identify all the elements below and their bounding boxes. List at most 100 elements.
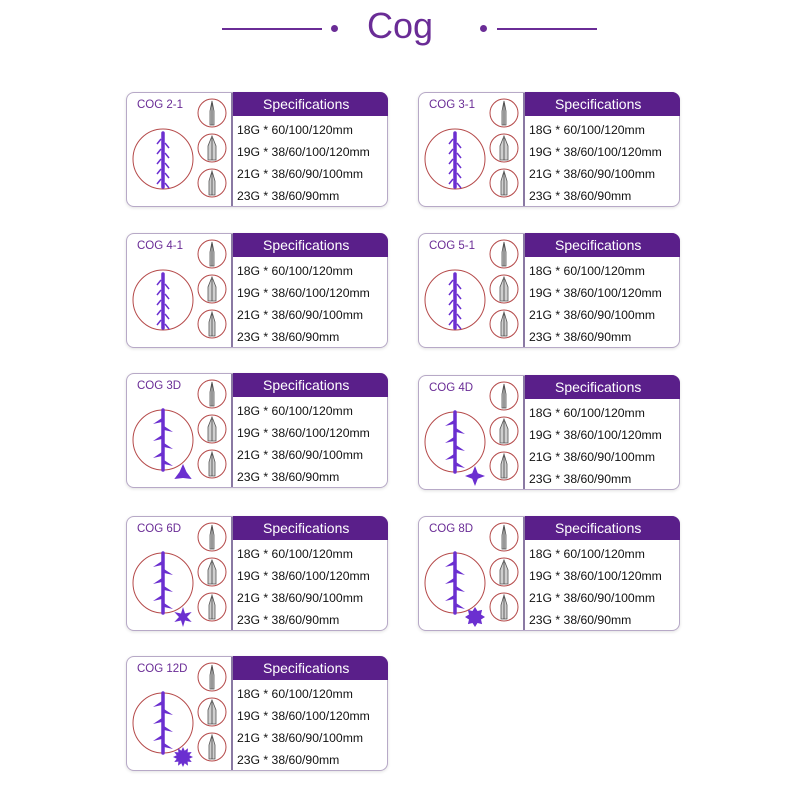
thread-illustration: [127, 93, 231, 211]
needle-tip-icon: [197, 168, 227, 198]
card-divider: [523, 93, 525, 206]
product-name: COG 3-1: [429, 99, 476, 111]
thread-drawing: [132, 522, 227, 627]
cross-section-star-icon: [465, 607, 485, 627]
spec-line-21g: 21G * 38/60/90/100mm: [529, 308, 656, 322]
spec-line-19g: 19G * 38/60/100/120mm: [237, 426, 370, 440]
product-name: COG 3D: [137, 380, 182, 392]
needle-tip-icon: [489, 133, 519, 163]
thread-illustration: [419, 376, 523, 494]
page-title: Cog: [366, 5, 434, 46]
product-card-cog-4-1: COG 4-1 Specifications 18G * 60/100/120m…: [126, 233, 388, 348]
thread-illustration: [127, 234, 231, 352]
spec-line-23g: 23G * 38/60/90mm: [237, 189, 340, 203]
thread-illustration: [127, 657, 231, 775]
page-header: Cog: [0, 0, 800, 60]
spec-line-18g: 18G * 60/100/120mm: [529, 547, 645, 561]
card-divider: [523, 517, 525, 630]
needle-tip-icon: [197, 449, 227, 479]
spec-line-23g: 23G * 38/60/90mm: [529, 613, 632, 627]
thread-illustration: [127, 517, 231, 635]
spec-line-21g: 21G * 38/60/90/100mm: [237, 167, 364, 181]
needle-tip-icon: [197, 592, 227, 622]
spec-line-23g: 23G * 38/60/90mm: [529, 330, 632, 344]
needle-tip-icon: [489, 309, 519, 339]
spec-line-19g: 19G * 38/60/100/120mm: [529, 286, 662, 300]
spec-header: Specifications: [525, 92, 680, 116]
spec-line-21g: 21G * 38/60/90/100mm: [237, 591, 364, 605]
cross-section-star-icon: [174, 464, 192, 479]
needle-tip-icon: [489, 592, 519, 622]
spec-line-19g: 19G * 38/60/100/120mm: [237, 145, 370, 159]
product-card-cog-3-1: COG 3-1 Specifications 18G * 60/100/120m…: [418, 92, 680, 207]
spec-line-21g: 21G * 38/60/90/100mm: [529, 167, 656, 181]
thread-drawing: [132, 379, 227, 479]
spec-line-21g: 21G * 38/60/90/100mm: [237, 308, 364, 322]
product-card-cog-6d: COG 6D Specifications 18G * 60/100/120mm…: [126, 516, 388, 631]
needle-tip-icon: [489, 522, 519, 552]
needle-tip-icon: [197, 557, 227, 587]
spec-line-18g: 18G * 60/100/120mm: [529, 123, 645, 137]
spec-header: Specifications: [525, 233, 680, 257]
product-card-cog-8d: COG 8D Specifications 18G * 60/100/120mm…: [418, 516, 680, 631]
thread-drawing: [424, 381, 519, 486]
needle-tip-icon: [197, 732, 227, 762]
spec-line-19g: 19G * 38/60/100/120mm: [529, 569, 662, 583]
spec-header: Specifications: [233, 233, 388, 257]
spec-line-23g: 23G * 38/60/90mm: [529, 472, 632, 486]
cross-section-star-icon: [173, 747, 193, 767]
header-left-line: [222, 28, 322, 30]
needle-tip-icon: [489, 239, 519, 269]
card-divider: [523, 234, 525, 347]
product-card-cog-4d: COG 4D Specifications 18G * 60/100/120mm…: [418, 375, 680, 490]
thread-drawing: [132, 239, 227, 339]
spec-header: Specifications: [233, 656, 388, 680]
spec-line-18g: 18G * 60/100/120mm: [237, 123, 353, 137]
spec-header: Specifications: [233, 516, 388, 540]
header-right-dot: [480, 25, 487, 32]
needle-tip-icon: [489, 274, 519, 304]
needle-tip-icon: [197, 309, 227, 339]
spec-line-19g: 19G * 38/60/100/120mm: [237, 709, 370, 723]
spec-line-21g: 21G * 38/60/90/100mm: [237, 448, 364, 462]
spec-line-19g: 19G * 38/60/100/120mm: [237, 569, 370, 583]
needle-tip-icon: [489, 381, 519, 411]
card-divider: [523, 376, 525, 489]
card-divider: [231, 93, 233, 206]
needle-tip-icon: [197, 697, 227, 727]
needle-tip-icon: [489, 557, 519, 587]
needle-tip-icon: [197, 98, 227, 128]
spec-line-18g: 18G * 60/100/120mm: [237, 547, 353, 561]
needle-tip-icon: [489, 451, 519, 481]
product-name: COG 4-1: [137, 240, 184, 252]
cross-section-star-icon: [465, 466, 485, 486]
spec-header: Specifications: [525, 375, 680, 399]
card-divider: [231, 234, 233, 347]
card-divider: [231, 657, 233, 770]
product-card-cog-5-1: COG 5-1 Specifications 18G * 60/100/120m…: [418, 233, 680, 348]
needle-tip-icon: [197, 662, 227, 692]
thread-illustration: [419, 517, 523, 635]
needle-tip-icon: [197, 274, 227, 304]
product-name: COG 4D: [429, 382, 474, 394]
spec-line-23g: 23G * 38/60/90mm: [529, 189, 632, 203]
product-name: COG 6D: [137, 523, 182, 535]
product-name: COG 8D: [429, 523, 474, 535]
spec-header: Specifications: [525, 516, 680, 540]
needle-tip-icon: [489, 98, 519, 128]
card-divider: [231, 374, 233, 487]
spec-line-19g: 19G * 38/60/100/120mm: [529, 428, 662, 442]
thread-illustration: [127, 374, 231, 492]
product-card-cog-12d: COG 12D Specifications 18G * 60/100/120m…: [126, 656, 388, 771]
needle-tip-icon: [489, 416, 519, 446]
spec-line-21g: 21G * 38/60/90/100mm: [529, 450, 656, 464]
card-divider: [231, 517, 233, 630]
spec-line-21g: 21G * 38/60/90/100mm: [529, 591, 656, 605]
product-name: COG 5-1: [429, 240, 476, 252]
spec-line-21g: 21G * 38/60/90/100mm: [237, 731, 364, 745]
header-right-line: [497, 28, 597, 30]
thread-drawing: [424, 98, 519, 198]
spec-line-18g: 18G * 60/100/120mm: [237, 687, 353, 701]
spec-line-18g: 18G * 60/100/120mm: [529, 406, 645, 420]
spec-line-18g: 18G * 60/100/120mm: [237, 404, 353, 418]
